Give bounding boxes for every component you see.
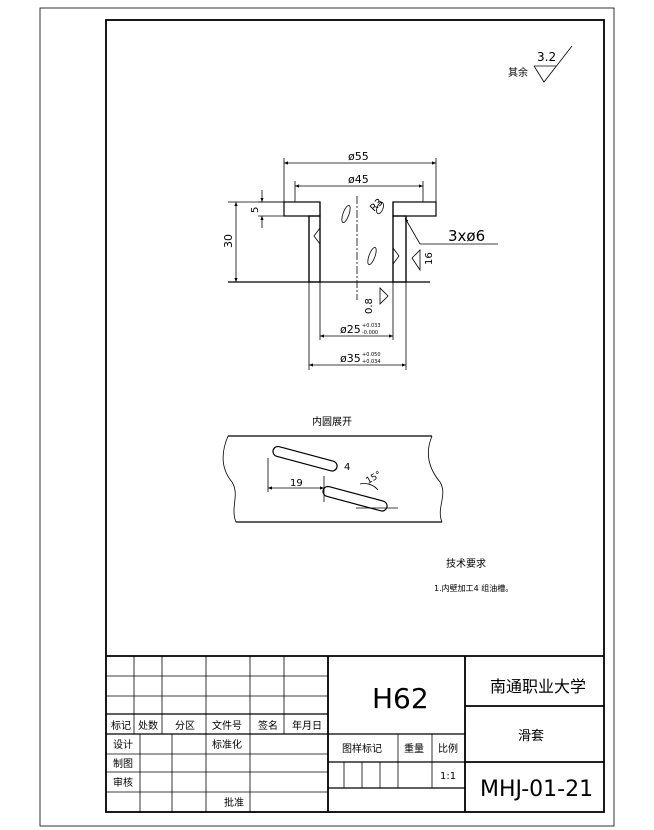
- label-draft: 制图: [113, 757, 133, 770]
- weight-label: 重量: [404, 742, 424, 755]
- dim-d55: ø55: [348, 150, 369, 163]
- finish-value: 3.2: [537, 50, 556, 64]
- dim-holes: 3xø6: [448, 227, 485, 245]
- label-review: 审核: [113, 776, 133, 789]
- tech-item1: 1.内壁加工4 组油槽。: [434, 583, 513, 593]
- surface-finish-note: 其余 3.2: [508, 45, 573, 83]
- finish-label: 其余: [508, 66, 528, 79]
- header-file-no: 文件号: [212, 719, 242, 732]
- section-view: [228, 196, 437, 300]
- dim-d35: ø35: [340, 352, 361, 365]
- tech-title: 技术要求: [446, 557, 486, 570]
- dim-h30: 30: [222, 234, 235, 248]
- material: H62: [372, 682, 429, 715]
- tech-requirements: 技术要求 1.内壁加工4 组油槽。: [434, 557, 513, 593]
- sheet-inner-frame: [105, 19, 605, 813]
- dim-d35-tol-upper: +0.050: [362, 352, 381, 358]
- sheet-outer-border: [39, 7, 615, 827]
- dim-d45: ø45: [348, 173, 369, 186]
- dim-16: 16: [424, 252, 435, 265]
- dim-d35-tol-lower: +0.034: [362, 359, 381, 365]
- dim-d25-tol-upper: +0.033: [362, 323, 381, 329]
- scale-label: 比例: [438, 742, 458, 755]
- unfold-title: 内圆展开: [312, 415, 352, 428]
- unfold-len19: 19: [290, 478, 303, 489]
- label-design: 设计: [113, 738, 133, 751]
- header-count: 处数: [138, 719, 158, 732]
- label-standard: 标准化: [212, 738, 242, 751]
- part-name: 滑套: [518, 728, 544, 744]
- header-date: 年月日: [292, 719, 322, 732]
- dim-d25-tol-lower: -0.000: [362, 330, 378, 336]
- unfold-angle: 15°: [365, 470, 384, 487]
- stage-label: 图样标记: [342, 742, 382, 755]
- school-name: 南通职业大学: [490, 677, 586, 696]
- dimensions: ø55 ø45 5 30 R3 3xø6 16 0.8 ø25 +0.033 -: [222, 150, 498, 370]
- dim-d25: ø25: [340, 323, 361, 336]
- label-approve: 批准: [224, 796, 244, 809]
- header-signature: 签名: [258, 719, 278, 732]
- unfold-view: 内圆展开 19 4 15°: [222, 415, 444, 523]
- unfold-w4: 4: [344, 462, 350, 473]
- header-zone: 分区: [175, 720, 195, 732]
- title-block: H62 南通职业大学 滑套 MHJ-01-21 图样标记 重量 比例 1:1 标…: [106, 655, 604, 812]
- scale-value: 1:1: [440, 771, 456, 782]
- drawing-number: MHJ-01-21: [480, 777, 593, 802]
- dim-rough08: 0.8: [364, 298, 375, 314]
- dim-h5: 5: [250, 207, 261, 213]
- dim-r3: R3: [368, 197, 385, 214]
- header-mark: 标记: [111, 720, 131, 732]
